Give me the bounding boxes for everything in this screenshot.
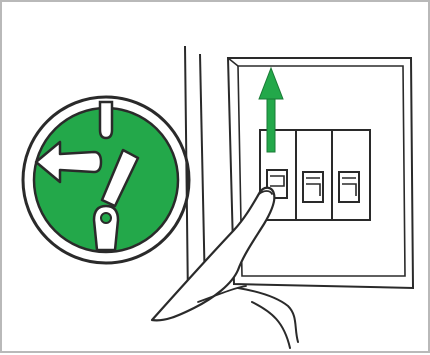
hand-thumb-line [238,288,298,342]
symbol-pivot-dot [101,213,111,223]
arrow-shaft [267,96,275,152]
breaker-row [260,130,370,220]
panel-corner [228,58,238,66]
symbol-top-pointer [100,102,112,138]
breaker-3-switch[interactable] [339,172,359,202]
hand-palm-line [252,302,290,348]
wall-edge-inner [200,54,205,292]
breaker-2-switch[interactable] [303,172,323,202]
arrow-head [259,68,283,99]
switch-off-left-arrow-icon [23,97,189,263]
